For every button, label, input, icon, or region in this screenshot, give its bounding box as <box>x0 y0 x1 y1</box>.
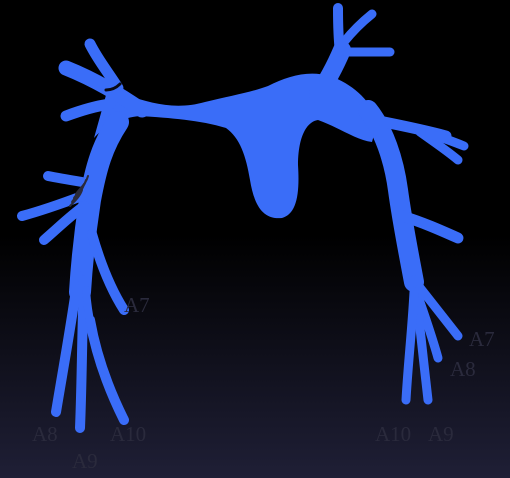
label-left-a9: A9 <box>72 449 98 473</box>
label-left-a7: A7 <box>124 293 150 317</box>
label-left-a8: A8 <box>32 422 58 446</box>
right-descending-trunk <box>368 110 414 282</box>
label-right-a7: A7 <box>469 327 495 351</box>
upper-right-branch-2 <box>344 14 372 42</box>
right-branch-a10 <box>406 292 414 400</box>
left-branch-a8 <box>56 276 78 412</box>
left-branch-a7 <box>92 234 124 310</box>
vessel-tree <box>22 8 464 428</box>
upper-right-branch-1 <box>338 8 340 52</box>
left-branch-inner <box>86 290 100 360</box>
main-trunk <box>94 74 378 219</box>
left-branch-upper <box>48 176 82 182</box>
label-right-a9: A9 <box>428 422 454 446</box>
label-left-a10: A10 <box>110 422 146 446</box>
label-right-a8: A8 <box>450 357 476 381</box>
label-right-a10: A10 <box>375 422 411 446</box>
